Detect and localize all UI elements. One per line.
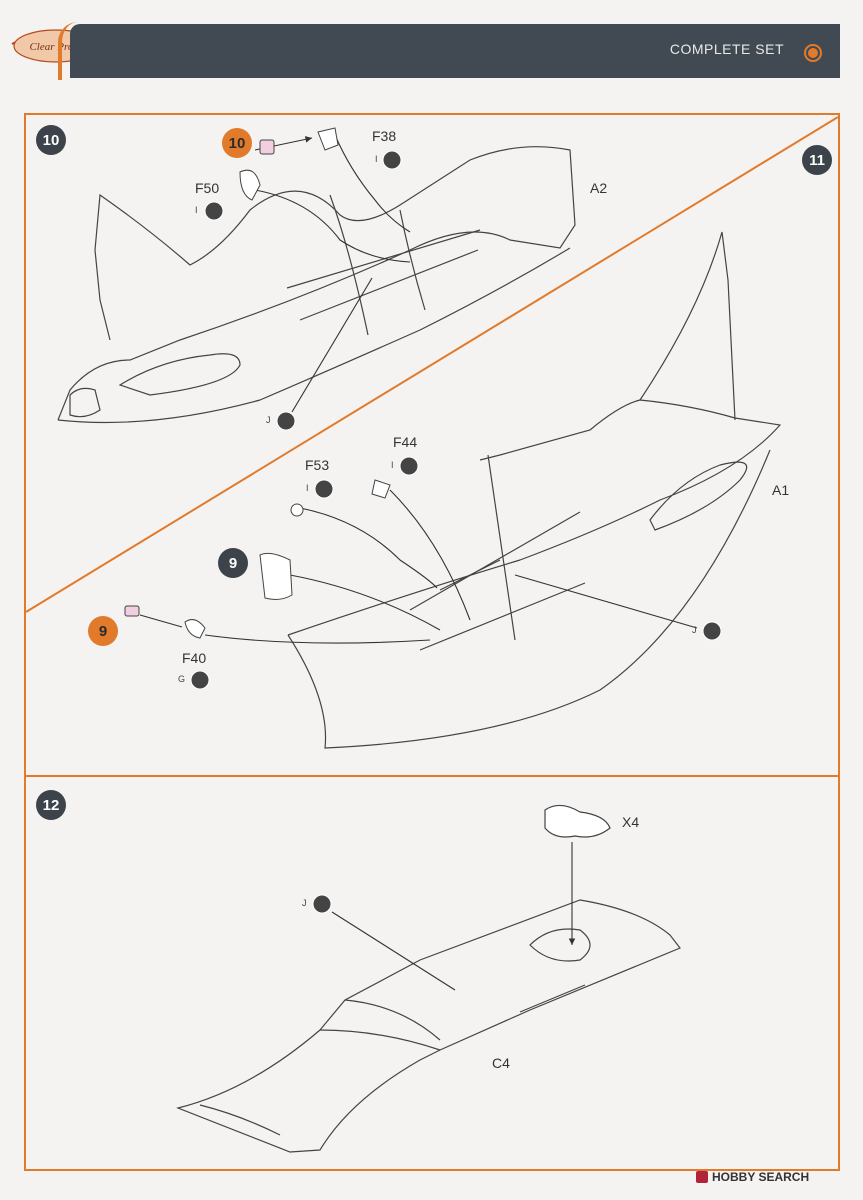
part-label-f38: F38 [372,128,397,144]
part-label-f40: F40 [182,650,207,666]
header-accent [58,22,102,80]
part-label-x4: X4 [622,814,640,830]
paint-code-letter: I [195,205,198,215]
instructions-frame [24,113,840,1171]
reference-step-9-orange: 9 [88,616,118,646]
step-number-11: 11 [802,145,832,175]
paint-code-letter: J [302,898,307,908]
paint-code-icon [276,411,296,431]
paint-code-icon [399,456,419,476]
paint-code-letter: I [391,460,394,470]
paint-code-letter: J [266,415,271,425]
section-divider [24,775,840,777]
watermark: HOBBY SEARCH [696,1170,809,1184]
fuselage-half-a1 [287,231,782,749]
part-label-f53: F53 [305,457,330,473]
part-label-c4: C4 [492,1055,510,1071]
paint-code-letter: J [692,625,697,635]
paint-code-icon [190,670,210,690]
part-label-f50: F50 [195,180,220,196]
header-dot-icon [806,46,820,60]
reference-step-9: 9 [218,548,248,578]
part-label-a1: A1 [772,482,790,498]
paint-code-letter: I [306,483,309,493]
paint-code-icon [312,894,332,914]
paint-code-letter: G [178,674,186,684]
hobby-search-icon [696,1171,708,1183]
paint-code-icon [314,479,334,499]
part-label-a2: A2 [590,180,608,196]
fuselage-half-a2 [57,146,576,424]
cockpit-floor-c4 [176,804,681,1153]
step-number-10: 10 [36,125,66,155]
watermark-text: HOBBY SEARCH [712,1170,810,1184]
logo-text: Clear Prop! [29,41,82,53]
paint-code-letter: I [375,154,378,164]
diagonal-divider [25,116,839,613]
header-title: COMPLETE SET [669,41,784,57]
paint-code-icon [382,150,402,170]
paint-code-icon [204,201,224,221]
step-number-12: 12 [36,790,66,820]
part-label-f44: F44 [393,434,418,450]
reference-step-10: 10 [222,128,252,158]
paint-code-icon [702,621,722,641]
header-bar: COMPLETE SET [70,24,840,78]
